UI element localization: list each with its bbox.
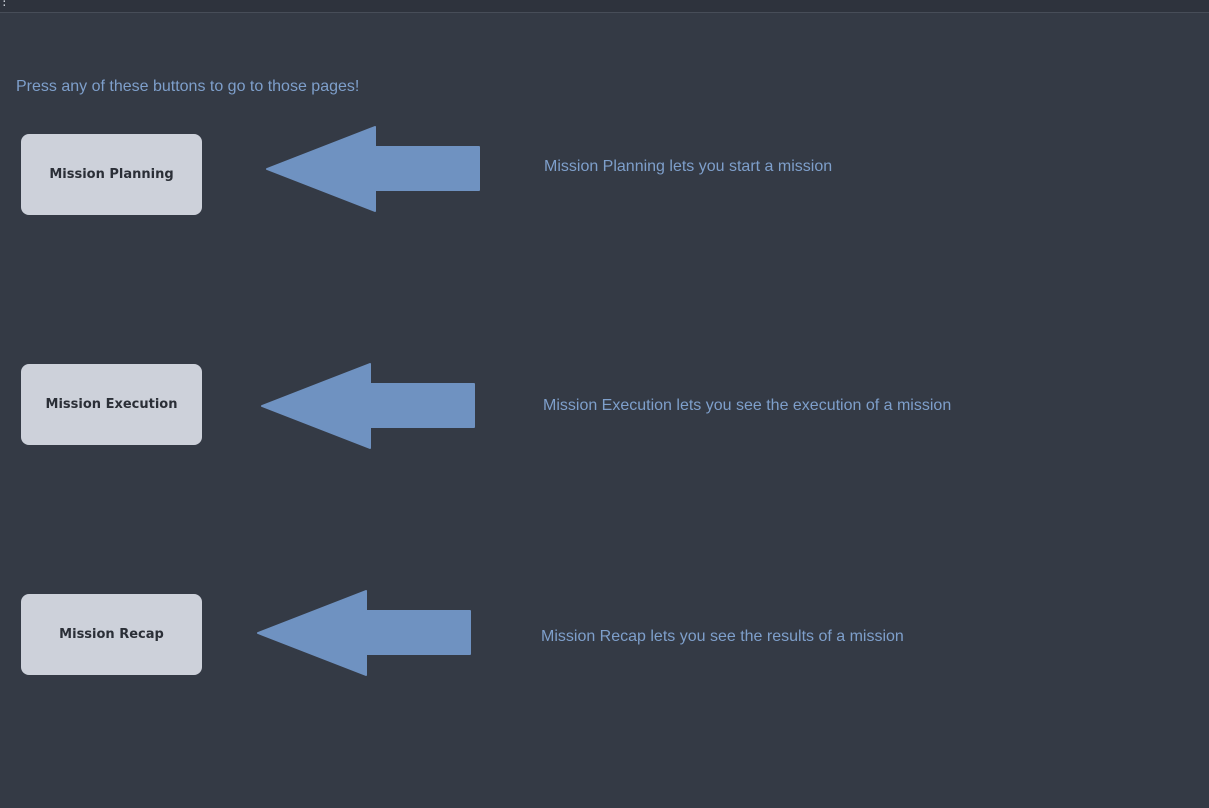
arrow-left-icon [266,126,480,212]
mission-execution-button[interactable]: Mission Execution [21,364,202,445]
arrow-left-icon [257,590,471,676]
mission-recap-description: Mission Recap lets you see the results o… [541,628,904,645]
mission-recap-button[interactable]: Mission Recap [21,594,202,675]
mission-planning-description: Mission Planning lets you start a missio… [544,158,833,175]
arrow-left-icon [261,363,475,449]
intro-text: Press any of these buttons to go to thos… [16,78,360,95]
mission-planning-button[interactable]: Mission Planning [21,134,202,215]
mission-execution-description: Mission Execution lets you see the execu… [543,397,952,414]
top-bar: : [0,0,1209,13]
menu-glyph: : [1,0,8,9]
